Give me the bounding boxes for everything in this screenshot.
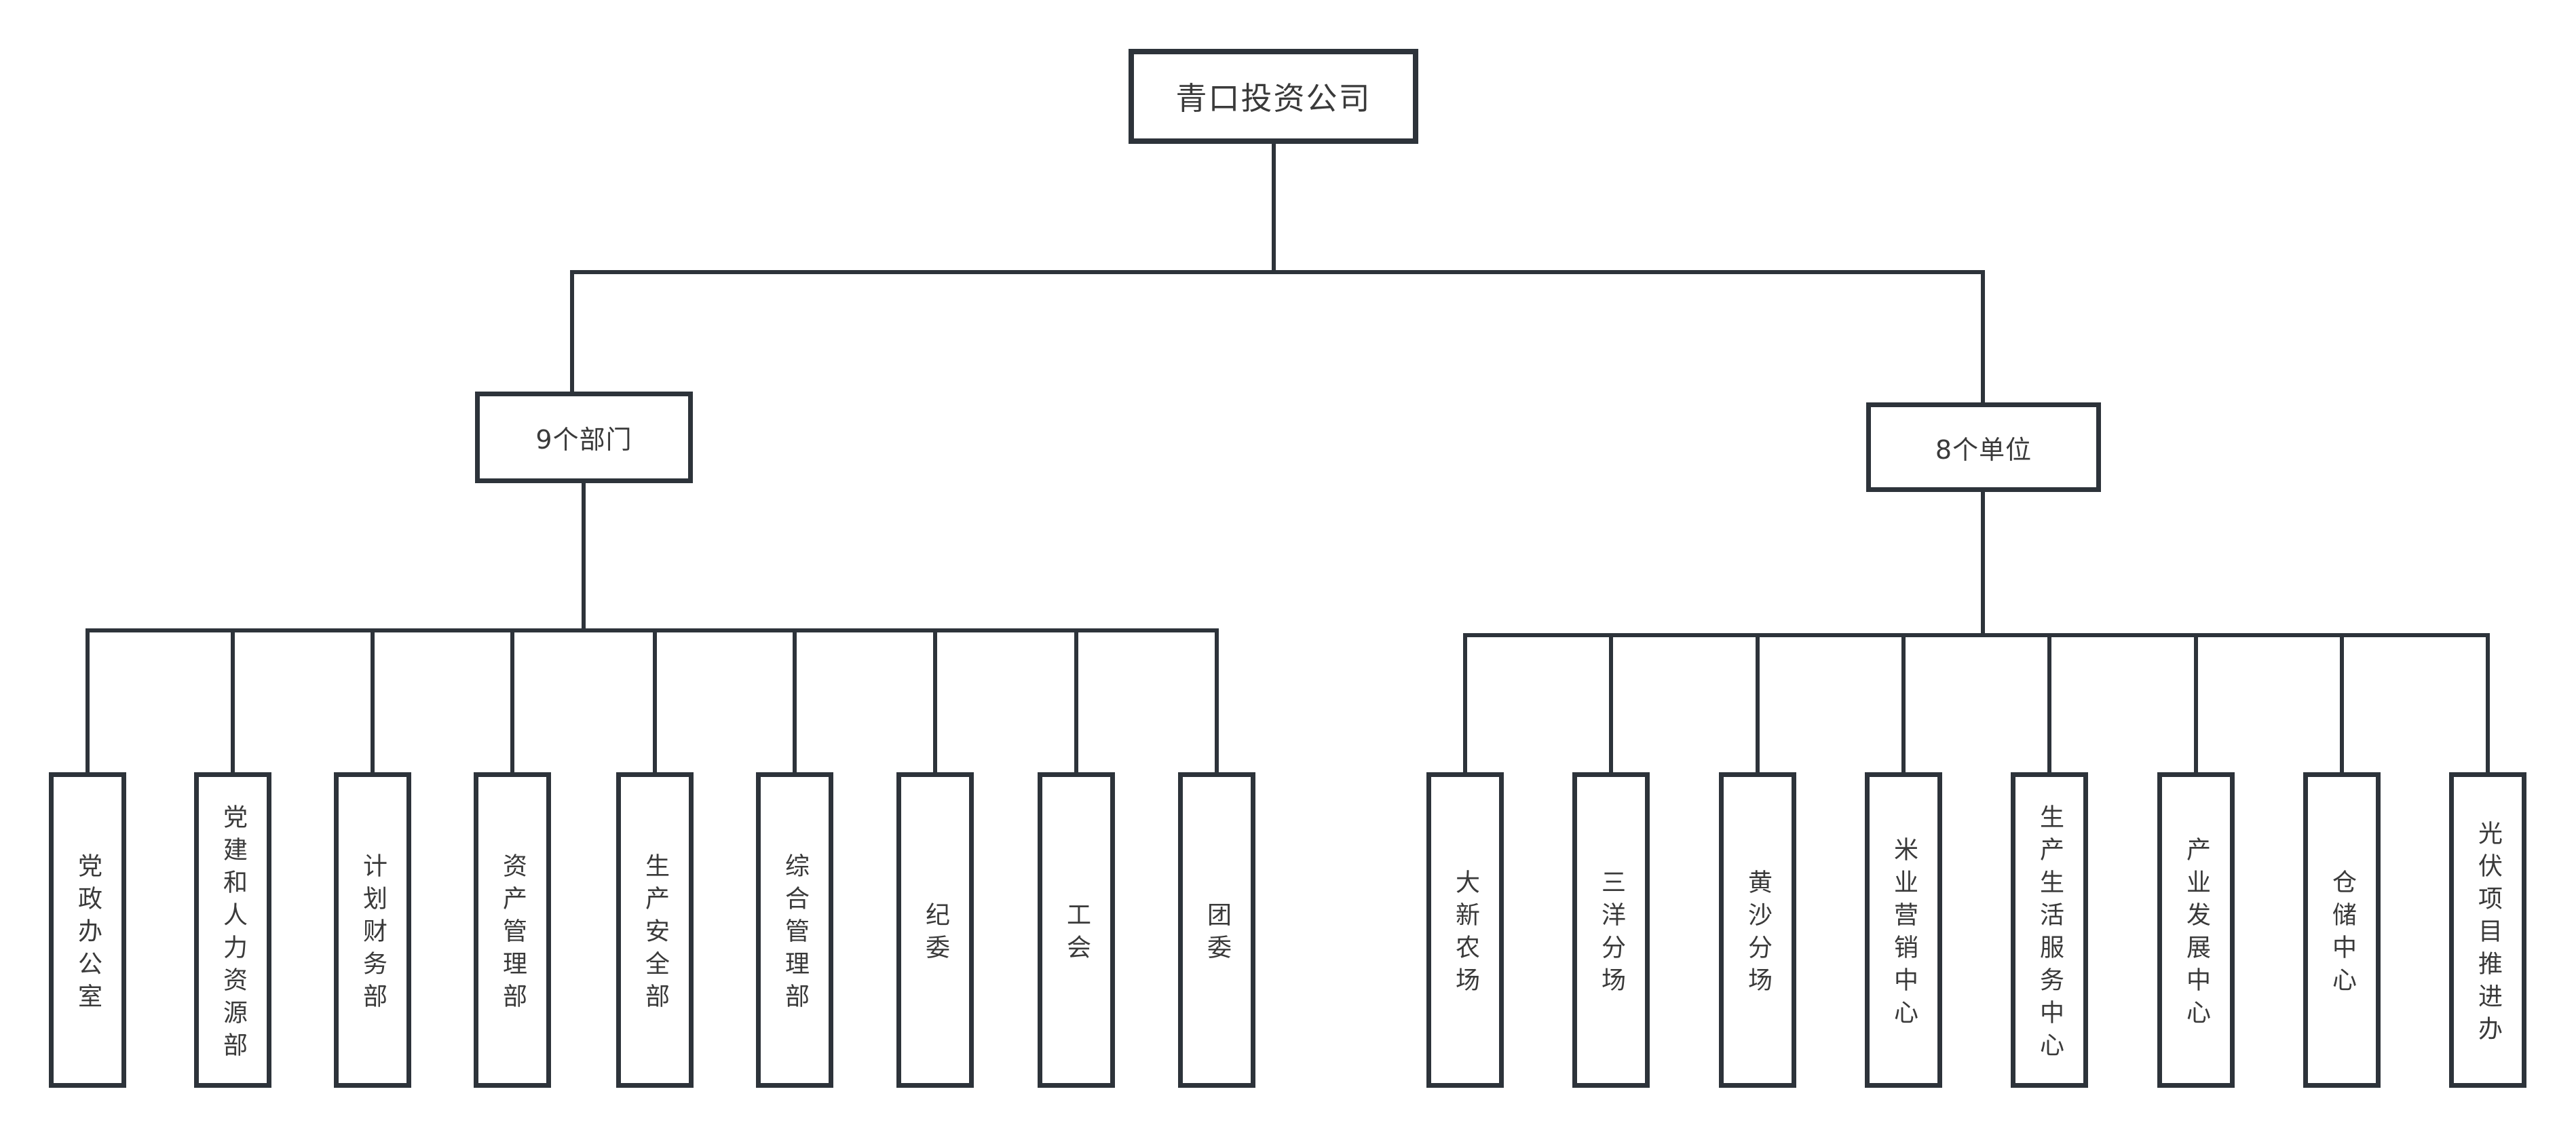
connector-root-stem bbox=[1272, 139, 1276, 274]
node-department: 纪委 bbox=[896, 772, 974, 1088]
node-label: 青口投资公司 bbox=[1175, 80, 1371, 117]
connector-leaf-stem bbox=[2194, 633, 2198, 776]
node-unit: 产业发展中心 bbox=[2157, 772, 2235, 1088]
connector-leaf-stem bbox=[86, 628, 90, 776]
node-label: 生产生活服务中心 bbox=[2036, 803, 2064, 1065]
connector-leaf-stem bbox=[653, 628, 657, 776]
node-unit: 三洋分场 bbox=[1572, 772, 1650, 1088]
connector-leaf-stem bbox=[933, 628, 937, 776]
connector-leaf-stem bbox=[1756, 633, 1760, 776]
node-label: 三洋分场 bbox=[1597, 869, 1625, 1000]
node-company-root: 青口投资公司 bbox=[1129, 49, 1418, 144]
node-label: 计划财务部 bbox=[359, 852, 387, 1016]
node-label: 党建和人力资源部 bbox=[219, 803, 247, 1065]
node-unit: 大新农场 bbox=[1426, 772, 1504, 1088]
node-unit: 光伏项目推进办 bbox=[2449, 772, 2526, 1088]
node-department: 计划财务部 bbox=[334, 772, 411, 1088]
connector-leaf-stem bbox=[1609, 633, 1613, 776]
node-label: 8个单位 bbox=[1935, 434, 2032, 465]
node-label: 产业发展中心 bbox=[2182, 836, 2210, 1032]
node-label: 团委 bbox=[1203, 901, 1231, 967]
node-department: 党建和人力资源部 bbox=[194, 772, 271, 1088]
node-units-group: 8个单位 bbox=[1866, 402, 2101, 492]
node-unit: 生产生活服务中心 bbox=[2011, 772, 2088, 1088]
connector-leaf-stem bbox=[2486, 633, 2490, 776]
node-label: 黄沙分场 bbox=[1744, 869, 1772, 1000]
connector-units-stem-upper bbox=[1981, 270, 1985, 406]
node-label: 仓储中心 bbox=[2328, 869, 2356, 1000]
connector-units-horizontal bbox=[1463, 633, 2490, 637]
node-label: 工会 bbox=[1063, 901, 1091, 967]
node-unit: 仓储中心 bbox=[2303, 772, 2381, 1088]
node-label: 纪委 bbox=[922, 901, 949, 967]
connector-units-stem-lower bbox=[1981, 487, 1985, 637]
node-label: 资产管理部 bbox=[499, 852, 527, 1016]
connector-leaf-stem bbox=[371, 628, 375, 776]
node-label: 生产安全部 bbox=[641, 852, 669, 1016]
node-department: 团委 bbox=[1178, 772, 1255, 1088]
node-label: 综合管理部 bbox=[781, 852, 809, 1016]
node-label: 米业营销中心 bbox=[1890, 836, 1918, 1032]
connector-top-horizontal bbox=[570, 270, 1985, 274]
node-departments-group: 9个部门 bbox=[475, 392, 693, 483]
node-department: 党政办公室 bbox=[49, 772, 126, 1088]
connector-leaf-stem bbox=[1463, 633, 1467, 776]
node-department: 资产管理部 bbox=[474, 772, 551, 1088]
connector-leaf-stem bbox=[1901, 633, 1906, 776]
connector-leaf-stem bbox=[793, 628, 797, 776]
connector-departments-stem-upper bbox=[570, 270, 574, 396]
node-label: 光伏项目推进办 bbox=[2474, 820, 2502, 1048]
node-label: 大新农场 bbox=[1452, 869, 1479, 1000]
connector-leaf-stem bbox=[1074, 628, 1078, 776]
node-department: 生产安全部 bbox=[616, 772, 694, 1088]
connector-leaf-stem bbox=[1215, 628, 1219, 776]
connector-departments-horizontal bbox=[86, 628, 1219, 632]
node-department: 工会 bbox=[1038, 772, 1115, 1088]
connector-leaf-stem bbox=[510, 628, 514, 776]
connector-leaf-stem bbox=[2047, 633, 2051, 776]
node-unit: 黄沙分场 bbox=[1719, 772, 1796, 1088]
connector-departments-stem-lower bbox=[582, 478, 586, 632]
node-label: 9个部门 bbox=[535, 425, 632, 455]
connector-leaf-stem bbox=[2340, 633, 2344, 776]
node-unit: 米业营销中心 bbox=[1865, 772, 1942, 1088]
connector-leaf-stem bbox=[231, 628, 235, 776]
node-department: 综合管理部 bbox=[756, 772, 833, 1088]
node-label: 党政办公室 bbox=[74, 852, 102, 1016]
